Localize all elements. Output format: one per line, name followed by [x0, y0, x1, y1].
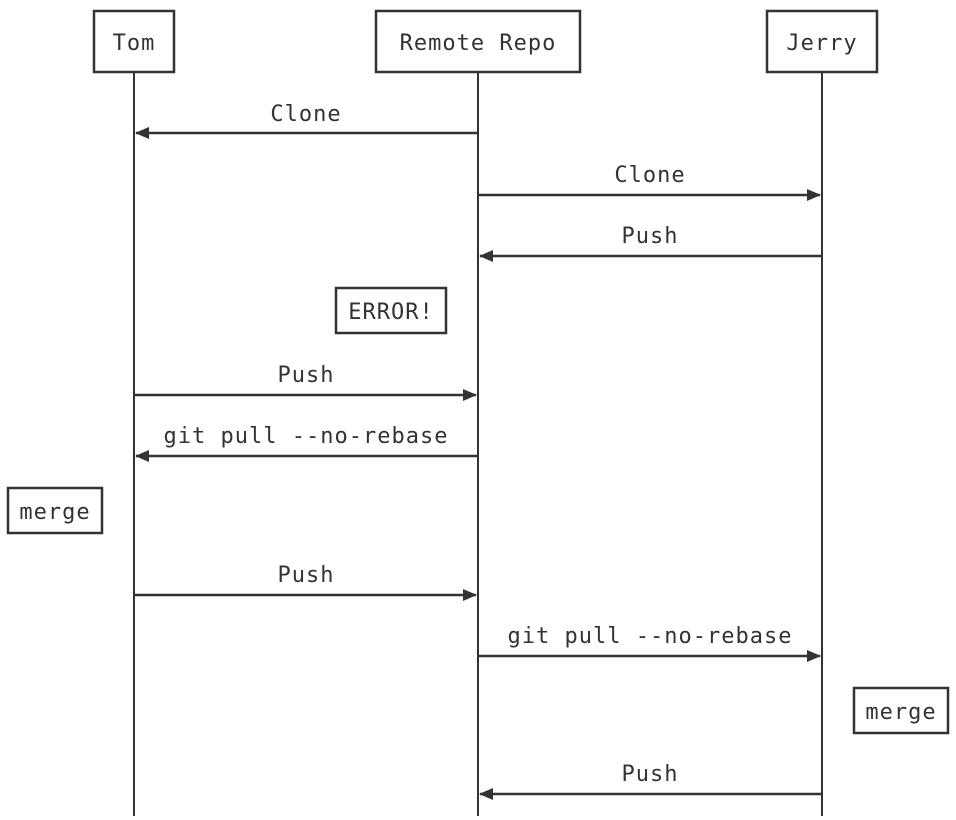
message-tom-pull: git pull --no-rebase — [135, 424, 478, 462]
message-jerry-push-again: Push — [479, 762, 822, 800]
message-jerry-pull: git pull --no-rebase — [478, 624, 821, 662]
participant-jerry: Jerry — [765, 9, 879, 74]
message-tom-push-again: Push — [134, 563, 477, 601]
message-label: Clone — [270, 102, 341, 127]
message-clone-to-tom: Clone — [135, 102, 478, 139]
note-label: ERROR! — [348, 300, 433, 325]
note-merge-tom: merge — [6, 486, 104, 535]
participant-label: Remote Repo — [400, 31, 557, 56]
message-jerry-push: Push — [479, 224, 822, 262]
message-clone-to-jerry: Clone — [478, 163, 821, 201]
note-label: merge — [865, 700, 936, 725]
message-label: Push — [278, 563, 335, 588]
note-label: merge — [19, 500, 90, 525]
message-label: Clone — [614, 163, 685, 188]
participant-tom: Tom — [92, 9, 176, 74]
message-label: git pull --no-rebase — [508, 624, 793, 649]
participant-label: Jerry — [786, 31, 857, 56]
message-tom-push: Push — [134, 363, 477, 401]
note-merge-jerry: merge — [852, 686, 950, 735]
message-label: Push — [622, 762, 679, 787]
participant-remote-repo: Remote Repo — [374, 9, 582, 74]
message-label: Push — [278, 363, 335, 388]
participant-label: Tom — [113, 31, 156, 56]
message-label: git pull --no-rebase — [164, 424, 449, 449]
message-label: Push — [622, 224, 679, 249]
note-error: ERROR! — [334, 286, 448, 335]
